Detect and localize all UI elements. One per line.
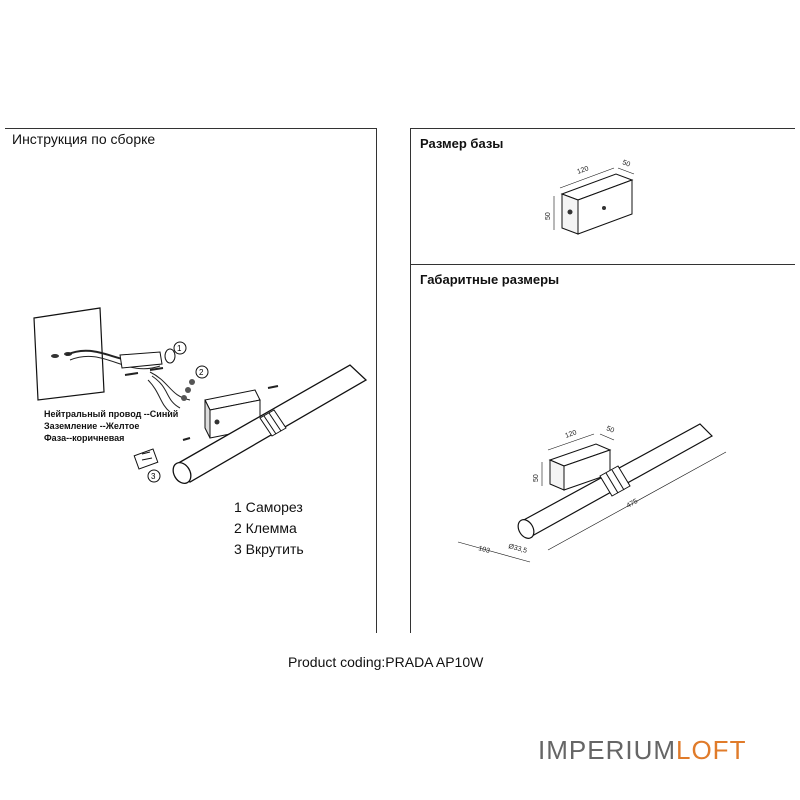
base-dim-depth: 50 [621, 159, 631, 168]
assembly-diagram: 1 2 3 [33, 307, 368, 484]
overall-dims-panel [410, 265, 795, 633]
brand-part-1: IMPERIUM [538, 735, 676, 765]
base-dims-labels: 120 50 50 [545, 159, 631, 220]
step-3: 3 Вкрутить [234, 541, 304, 557]
wire-label-phase: Фаза--коричневая [44, 433, 125, 443]
overall-dim-diameter: Ø33,5 [507, 543, 527, 555]
base-box-drawing [553, 167, 635, 235]
overall-dim-height: 50 [533, 474, 540, 482]
overall-dims-labels: 120 50 50 475 103 Ø33,5 [477, 425, 640, 555]
overall-dim-depth: 50 [605, 425, 615, 434]
base-dim-length: 120 [576, 165, 589, 176]
step-2: 2 Клемма [234, 520, 297, 536]
svg-text:1: 1 [177, 344, 182, 353]
overall-dim-total: 475 [626, 498, 640, 510]
assembly-panel [5, 128, 377, 633]
assembly-title: Инструкция по сборке [12, 131, 156, 147]
wire-label-ground: Заземление --Желтое [44, 421, 140, 431]
base-size-title: Размер базы [420, 136, 504, 151]
overall-dim-offset: 103 [477, 545, 490, 555]
brand-logo: IMPERIUMLOFT [538, 735, 746, 766]
step-1: 1 Саморез [234, 499, 303, 515]
overall-dim-length: 120 [564, 429, 577, 440]
brand-part-2: LOFT [676, 735, 747, 765]
overall-lamp-drawing [457, 423, 727, 563]
svg-text:3: 3 [151, 472, 156, 481]
base-size-panel [410, 128, 795, 265]
product-coding: Product coding:PRADA AP10W [288, 654, 484, 670]
base-dim-height: 50 [545, 212, 552, 220]
wire-label-neutral: Нейтральный провод --Синий [44, 409, 179, 419]
svg-text:2: 2 [199, 368, 204, 377]
overall-dims-title: Габаритные размеры [420, 272, 560, 287]
